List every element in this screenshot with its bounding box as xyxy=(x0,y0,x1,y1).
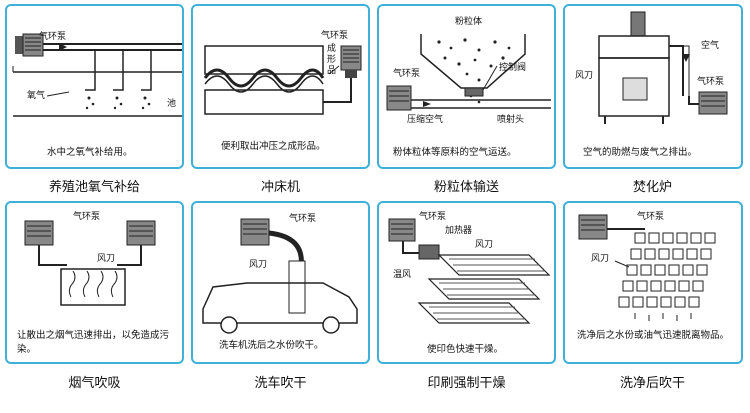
title-incinerator: 焚化炉 xyxy=(632,180,672,195)
smoke-lines xyxy=(68,270,118,298)
upper-die xyxy=(204,45,324,75)
caption: 洗车机洗后之水份吹干。 xyxy=(219,340,324,351)
control-valve xyxy=(464,87,484,97)
title-aquaculture: 养殖池氧气补给 xyxy=(48,180,140,195)
label-air: 压缩空气 xyxy=(407,115,444,125)
ring-blower-icon xyxy=(15,33,44,57)
powder-conveying-diagram xyxy=(386,34,551,111)
panel-car-wash-drying: 气环泵 风刀 洗车机洗后之水份吹干。 xyxy=(191,201,370,364)
panel-incinerator: 空气 风刀 气环泵 空气的助燃与废气之排出。 xyxy=(563,4,743,169)
parts-rack xyxy=(618,232,716,308)
smoke-extraction-diagram xyxy=(24,220,156,306)
water-drops xyxy=(634,313,692,321)
label-blade: 风刀 xyxy=(97,254,116,264)
label-blade: 风刀 xyxy=(575,71,594,81)
ring-blower-icon xyxy=(388,218,416,242)
label-air: 空气 xyxy=(701,41,720,51)
label-pump: 气环泵 xyxy=(39,32,67,42)
panel-post-wash-drying: 气环泵 风刀 洗净后之水份或油气迅速脱离物品。 xyxy=(563,201,743,364)
label-blade: 风刀 xyxy=(475,240,494,250)
smoke-chamber xyxy=(60,268,126,306)
print-drying-diagram xyxy=(388,218,551,324)
ring-blower-icon xyxy=(698,91,728,115)
title-powder-conveying: 粉粒体输送 xyxy=(433,180,499,195)
label-pump: 气环泵 xyxy=(289,214,317,224)
caption: 使印色快速干燥。 xyxy=(427,344,504,355)
label-product: 成形品 xyxy=(327,44,337,76)
label-oxygen: 氧气 xyxy=(27,91,46,101)
ring-blower-icon-2 xyxy=(126,220,156,246)
pool-outline xyxy=(13,71,182,117)
formed-sheet xyxy=(203,68,325,88)
label-heater: 加热器 xyxy=(445,226,473,236)
conveyor-rollers xyxy=(417,254,551,324)
label-pump: 气环泵 xyxy=(73,212,101,222)
furnace-body xyxy=(598,57,670,117)
heater xyxy=(418,244,440,260)
incinerator-diagram xyxy=(598,11,728,124)
powder-particles xyxy=(437,38,511,104)
label-pump: 气环泵 xyxy=(637,212,665,222)
roller-lines xyxy=(429,258,545,320)
panel-punch-press: 气环泵 成形品 便利取出冲压之成形品。 xyxy=(191,4,370,169)
title-print-drying: 印刷强制干燥 xyxy=(427,376,506,391)
ring-blower-icon xyxy=(240,218,270,246)
label-powder: 粉粒体 xyxy=(455,17,483,27)
aquaculture-diagram xyxy=(12,33,182,117)
title-smoke-extraction: 烟气吹吸 xyxy=(68,376,121,391)
caption: 洗净后之水份或油气迅速脱离物品。 xyxy=(577,330,730,341)
ring-blower-icon xyxy=(340,45,362,78)
car-wash-drying-diagram xyxy=(202,218,358,334)
punch-press-diagram xyxy=(203,45,362,115)
furnace-door xyxy=(622,77,648,101)
label-blade: 风刀 xyxy=(591,254,610,264)
label-pump: 气环泵 xyxy=(393,69,421,79)
ring-blower-icon xyxy=(386,85,412,111)
bubbles xyxy=(85,96,151,110)
ring-blower-icon xyxy=(24,220,54,246)
panel-print-drying: 气环泵 加热器 风刀 温风 使印色快速干燥。 xyxy=(377,201,556,364)
car-outline xyxy=(202,282,358,324)
ring-blower-icon xyxy=(578,214,608,240)
panel-powder-conveying: 粉粒体 气环泵 控制阀 压缩空气 喷射头 粉体粒体等原料的空气运送。 xyxy=(377,4,556,169)
caption: 便利取出冲压之成形品。 xyxy=(221,141,326,152)
label-pump: 气环泵 xyxy=(419,212,447,222)
label-pump: 气环泵 xyxy=(321,31,349,41)
panel-smoke-extraction: 气环泵 风刀 让散出之烟气迅速排出，以免造成污染。 xyxy=(5,201,184,364)
caption: 水中之氧气补给用。 xyxy=(47,147,133,158)
title-punch-press: 冲床机 xyxy=(260,180,300,195)
panel-aquaculture: 气环泵 氧气 池 水中之氧气补给用。 xyxy=(5,4,184,169)
post-wash-drying-diagram xyxy=(578,214,716,321)
caption: 让散出之烟气迅速排出，以免造成污染。 xyxy=(17,330,170,355)
label-warm: 温风 xyxy=(393,270,412,280)
label-pump: 气环泵 xyxy=(697,77,725,87)
title-post-wash-drying: 洗净后吹干 xyxy=(619,376,685,391)
label-pool: 池 xyxy=(167,99,177,109)
label-valve: 控制阀 xyxy=(499,63,527,73)
lower-die xyxy=(204,89,324,115)
caption: 粉体粒体等原料的空气运送。 xyxy=(393,147,517,158)
title-car-wash-drying: 洗车吹干 xyxy=(254,376,307,391)
caption: 空气的助燃与废气之排出。 xyxy=(583,147,698,158)
label-nozzle: 喷射头 xyxy=(497,115,525,125)
hopper xyxy=(420,34,526,89)
air-blade xyxy=(288,260,306,314)
chimney xyxy=(630,11,646,37)
label-blade: 风刀 xyxy=(249,260,268,270)
